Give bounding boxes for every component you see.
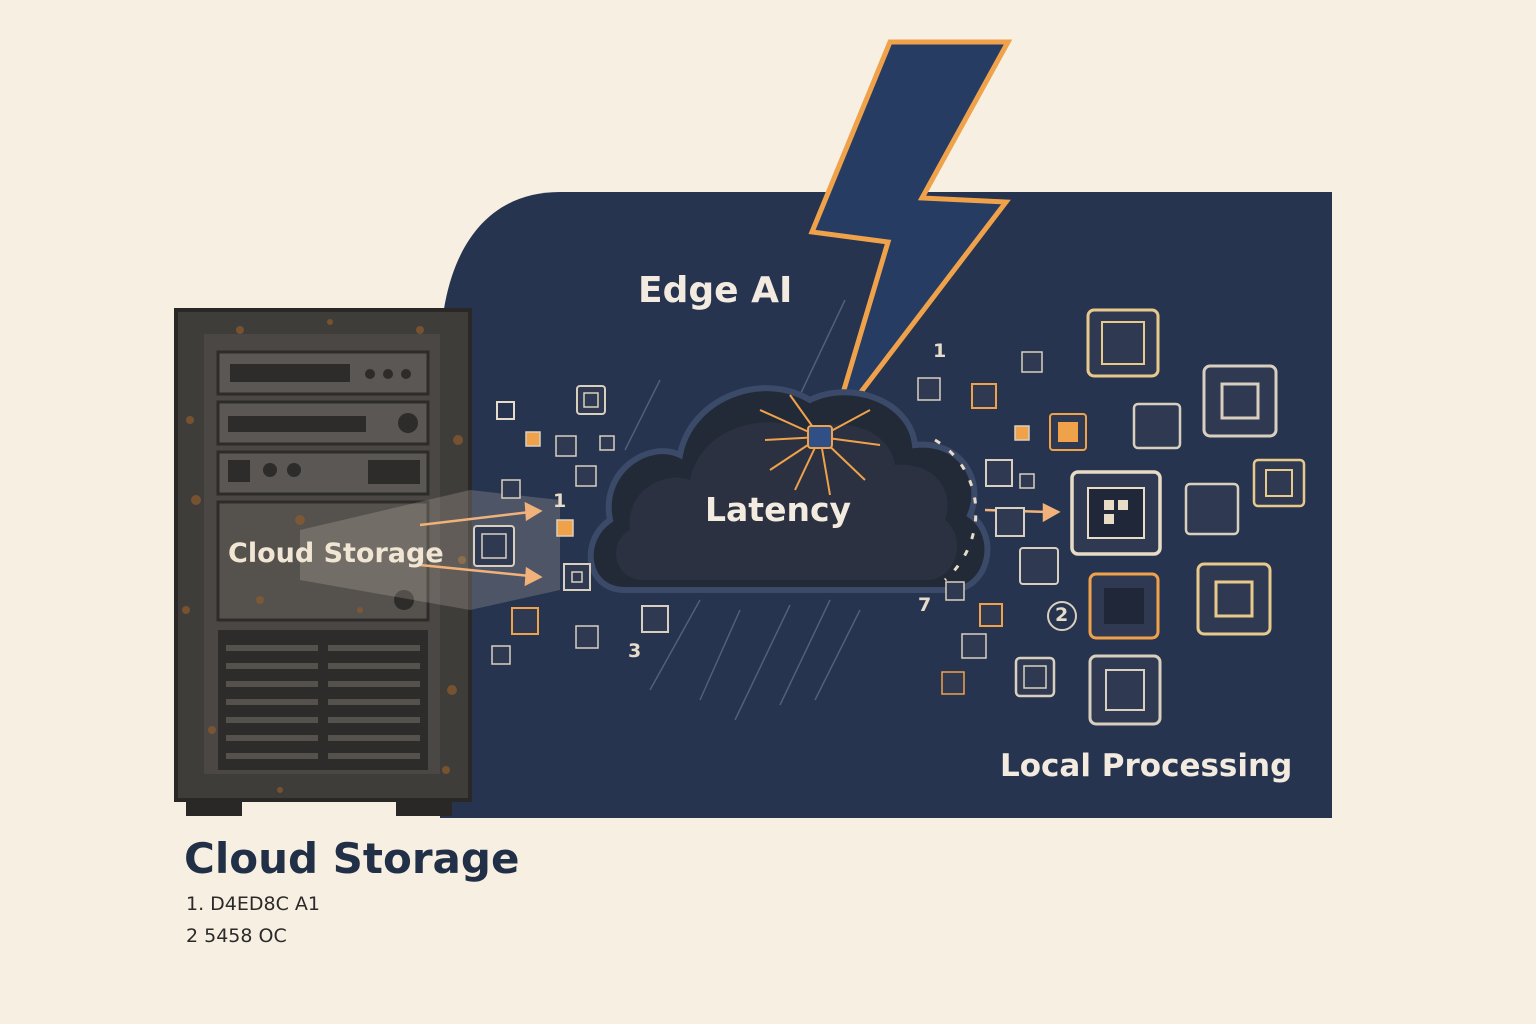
- local-processing-label: Local Processing: [1000, 748, 1293, 784]
- server-tower: [174, 308, 472, 816]
- number-label-1-left: 1: [553, 490, 567, 512]
- caption-line-1: 1. D4ED8C A1: [186, 893, 321, 915]
- rain-streaks: [624, 299, 861, 721]
- edge-ai-label: Edge AI: [638, 270, 793, 311]
- bolt-chip-icon: [807, 425, 833, 449]
- chip-cluster-left: [473, 385, 669, 665]
- chip-cluster-right: [1014, 308, 1306, 726]
- data-arrows: [419, 501, 1061, 587]
- number-label-7: 7: [918, 594, 932, 616]
- caption-line-2: 2 5458 OC: [186, 925, 287, 947]
- server-cloud-storage-label: Cloud Storage: [228, 538, 444, 569]
- number-label-3: 3: [628, 640, 642, 662]
- caption-title: Cloud Storage: [184, 834, 520, 883]
- data-beam: [300, 490, 560, 610]
- number-label-1: 1: [933, 340, 947, 362]
- latency-label: Latency: [705, 490, 852, 529]
- lightning-bolt-icon: [808, 39, 1013, 432]
- chip-cluster-middle: [917, 351, 1087, 695]
- latency-arc: [934, 438, 978, 582]
- cloud-shape: [587, 385, 991, 593]
- number-label-2: 2: [1055, 604, 1069, 626]
